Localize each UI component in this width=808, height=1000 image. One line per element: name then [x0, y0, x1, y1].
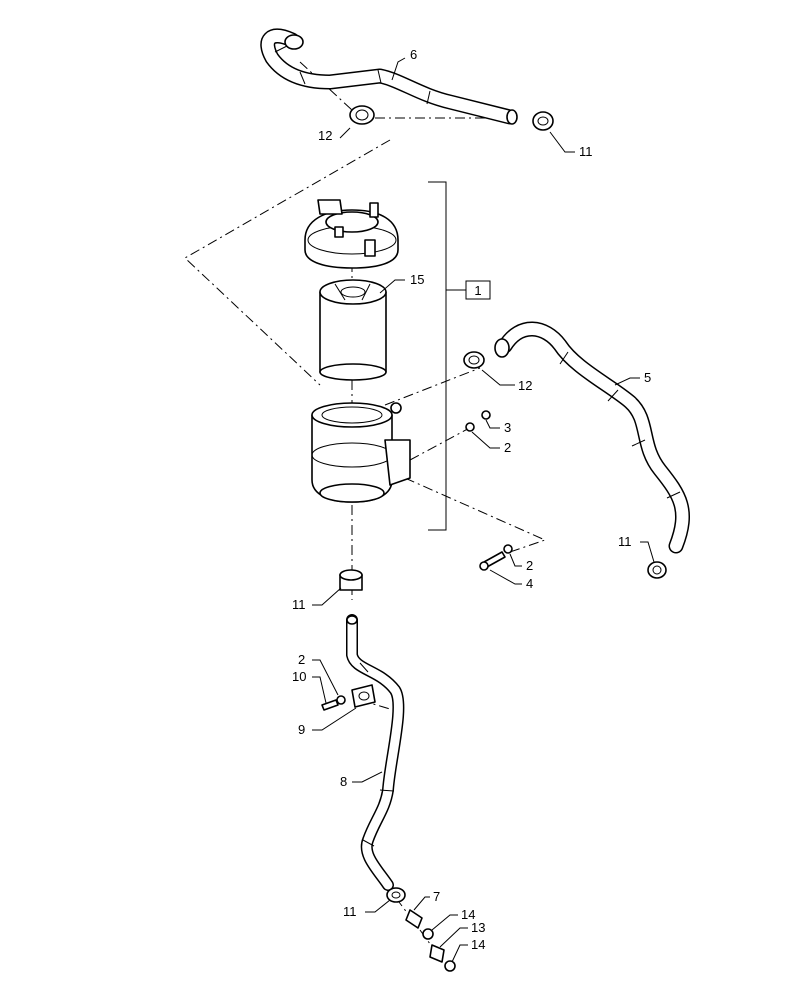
bolt-10	[321, 699, 339, 711]
clamp-11-left	[339, 569, 363, 591]
callout-12-mid: 12	[518, 378, 532, 393]
washer-2-left	[336, 695, 346, 705]
hose-5	[494, 321, 690, 554]
clamp-14-lower	[444, 960, 456, 972]
callout-13: 13	[471, 920, 485, 935]
callout-9: 9	[298, 722, 305, 737]
callout-11-left: 11	[292, 597, 306, 612]
filter-element-15	[319, 279, 387, 381]
tube-8	[346, 614, 405, 891]
callout-12-top: 12	[318, 128, 332, 143]
callout-14-lower: 14	[471, 937, 485, 952]
callout-11-bottom: 11	[343, 904, 357, 919]
callout-7: 7	[433, 889, 440, 904]
callout-5: 5	[644, 370, 651, 385]
callout-labels: 6 12 11 15 5 12 3 2 11 2 4 11 2 10 9 8 1…	[292, 47, 651, 952]
callout-2-lower: 2	[526, 558, 533, 573]
washer-3	[481, 410, 491, 420]
callout-10: 10	[292, 669, 306, 684]
fitting-7	[405, 909, 423, 929]
callout-11-top: 11	[579, 144, 593, 159]
callout-3: 3	[504, 420, 511, 435]
washer-2-upper	[465, 422, 475, 432]
bracket-9	[351, 684, 376, 708]
assembly-box: 1	[465, 280, 491, 300]
clamp-12-mid	[463, 351, 485, 369]
leader-lines	[312, 57, 655, 963]
alignment-lines	[184, 61, 547, 956]
clamp-11-bottom	[386, 887, 406, 903]
clamp-11-top	[532, 111, 554, 131]
filter-housing	[311, 402, 411, 503]
callout-11-right: 11	[618, 534, 632, 549]
callout-6: 6	[410, 47, 417, 62]
clamp-12-top	[349, 105, 375, 125]
callout-14-upper: 14	[461, 907, 475, 922]
clamp-11-right	[647, 561, 667, 579]
bolt-4	[479, 551, 506, 571]
washer-2-lower	[503, 544, 513, 554]
callout-4: 4	[526, 576, 533, 591]
callout-8: 8	[340, 774, 347, 789]
fitting-13	[429, 944, 445, 963]
assembly-bracket	[428, 181, 447, 531]
callout-2-left: 2	[298, 652, 305, 667]
callout-2-upper: 2	[504, 440, 511, 455]
callout-15: 15	[410, 272, 424, 287]
hose-6	[260, 28, 518, 125]
clamp-14-upper	[422, 928, 434, 940]
assembly-box-label: 1	[474, 283, 481, 298]
filter-cover	[304, 199, 399, 269]
